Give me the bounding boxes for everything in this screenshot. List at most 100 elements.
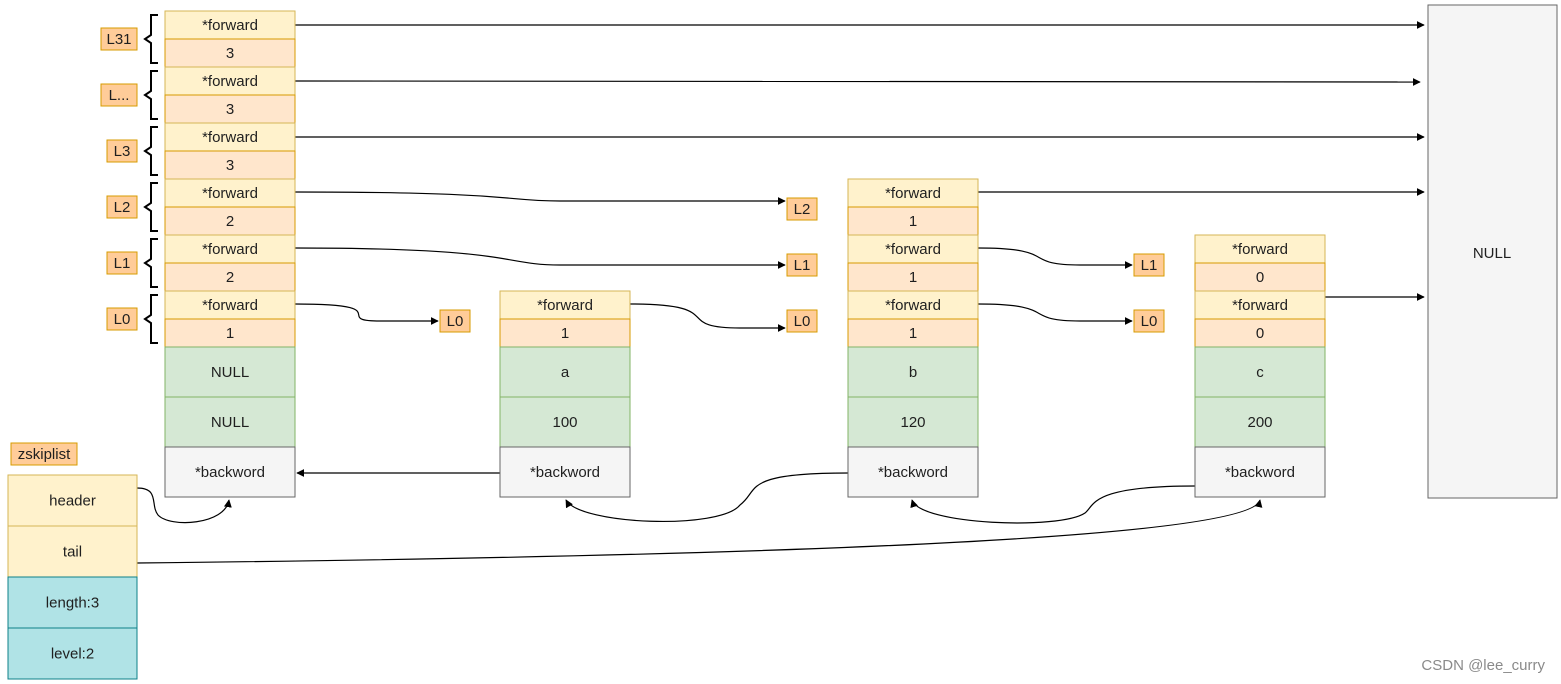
level-tag-c-l0: L0: [1133, 309, 1165, 333]
header-span-2-label: 3: [226, 157, 234, 174]
node-c-ele-cell-box: [1194, 346, 1326, 398]
header-forward-0: *forward: [164, 10, 296, 40]
node-b-forward-0-box: [847, 178, 979, 208]
header-forward-2-box: [164, 122, 296, 152]
edge-header-lmid-to-null: [294, 77, 1421, 86]
header-ele-cell-label: NULL: [211, 364, 249, 381]
node-a-span-0-label: 1: [561, 325, 569, 342]
node-b-forward-1: *forward: [847, 234, 979, 264]
level-tag-b-l2-label: L2: [794, 201, 811, 218]
header-span-2: 3: [164, 150, 296, 180]
header-forward-3: *forward: [164, 178, 296, 208]
level-tag-b-l2-box: [786, 197, 818, 221]
node-c-forward-0: *forward: [1194, 234, 1326, 264]
zskiplist-level-cell-box: [7, 627, 138, 680]
header-ele-cell-box: [164, 346, 296, 398]
node-c-forward-1-box: [1194, 290, 1326, 320]
level-bracket-2: [143, 126, 158, 176]
level-tag-b-l1-box: [786, 253, 818, 277]
header-forward-1-label: *forward: [202, 73, 258, 90]
node-a-score-cell: 100: [499, 396, 631, 448]
level-tag-b-l0-label: L0: [794, 313, 811, 330]
zskiplist-tail-cell: tail: [7, 525, 138, 578]
header-forward-1-box: [164, 66, 296, 96]
header-forward-4-label: *forward: [202, 241, 258, 258]
header-span-5: 1: [164, 318, 296, 348]
zskiplist-title-box: [10, 442, 78, 466]
node-a-backward-cell: *backword: [499, 446, 631, 498]
zskiplist-title: zskiplist: [10, 442, 78, 466]
node-b-forward-1-box: [847, 234, 979, 264]
zskiplist-length-cell-box: [7, 576, 138, 629]
header-backward-cell: *backword: [164, 446, 296, 498]
header-level-tag-5-box: [106, 307, 138, 331]
header-forward-5-box: [164, 290, 296, 320]
zskiplist-header-cell-box: [7, 474, 138, 527]
header-level-tag-5-label: L0: [114, 311, 131, 328]
level-bracket-0: [143, 14, 158, 64]
null-block: NULL: [1427, 4, 1558, 499]
zskiplist-title-label: zskiplist: [18, 446, 71, 463]
node-c-forward-0-box: [1194, 234, 1326, 264]
header-level-tag-1-label: L...: [109, 87, 130, 104]
nodes-layer: *forward3L31*forward3L...*forward3L3*for…: [7, 4, 1558, 680]
edge-a-l0-to-b: [629, 303, 786, 332]
header-backward-cell-box: [164, 446, 296, 498]
node-a-ele-cell-label: a: [561, 364, 570, 381]
edge-b-backward-to-a: [565, 472, 849, 523]
header-span-5-label: 1: [226, 325, 234, 342]
node-c-forward-1: *forward: [1194, 290, 1326, 320]
node-b-span-2: 1: [847, 318, 979, 348]
null-block-label: NULL: [1473, 245, 1511, 262]
header-forward-2-label: *forward: [202, 129, 258, 146]
header-level-tag-2-box: [106, 139, 138, 163]
zskiplist-tail-cell-label: tail: [63, 544, 82, 561]
header-span-1: 3: [164, 94, 296, 124]
header-forward-4-box: [164, 234, 296, 264]
edge-zskiplist-header-to-header-node: [136, 487, 232, 524]
header-level-tag-4: L1: [106, 251, 138, 275]
node-c-backward-cell-label: *backword: [1225, 464, 1295, 481]
header-level-tag-1-box: [100, 83, 138, 107]
node-c-ele-cell-label: c: [1256, 364, 1264, 381]
node-b-score-cell-box: [847, 396, 979, 448]
node-b-span-0-label: 1: [909, 213, 917, 230]
watermark: CSDN @lee_curry: [1421, 657, 1545, 674]
node-a-backward-cell-box: [499, 446, 631, 498]
header-span-3-label: 2: [226, 213, 234, 230]
header-level-tag-0: L31: [100, 27, 138, 51]
node-c-backward-cell-box: [1194, 446, 1326, 498]
level-tag-c-l0-label: L0: [1141, 313, 1158, 330]
header-span-4-box: [164, 262, 296, 292]
node-c-ele-cell: c: [1194, 346, 1326, 398]
header-forward-5-label: *forward: [202, 297, 258, 314]
header-level-tag-4-box: [106, 251, 138, 275]
header-span-4: 2: [164, 262, 296, 292]
header-span-0: 3: [164, 38, 296, 68]
edge-c-backward-to-b: [910, 485, 1196, 524]
level-bracket-1: [143, 70, 158, 120]
level-tag-a-l0-label: L0: [447, 313, 464, 330]
null-block-box: [1427, 4, 1558, 499]
header-backward-cell-label: *backword: [195, 464, 265, 481]
header-span-3: 2: [164, 206, 296, 236]
level-tag-b-l0: L0: [786, 309, 818, 333]
header-ele-cell: NULL: [164, 346, 296, 398]
node-b-forward-2: *forward: [847, 290, 979, 320]
header-span-1-box: [164, 94, 296, 124]
header-score-cell-label: NULL: [211, 414, 249, 431]
edge-zskiplist-tail-to-c: [136, 499, 1263, 564]
node-a-span-0-box: [499, 318, 631, 348]
level-tag-b-l2: L2: [786, 197, 818, 221]
level-bracket-4: [143, 238, 158, 288]
node-c-backward-cell: *backword: [1194, 446, 1326, 498]
header-span-5-box: [164, 318, 296, 348]
level-tag-c-l1-box: [1133, 253, 1165, 277]
node-b-forward-0: *forward: [847, 178, 979, 208]
header-forward-0-label: *forward: [202, 17, 258, 34]
header-span-0-label: 3: [226, 45, 234, 62]
header-level-tag-2-label: L3: [114, 143, 131, 160]
header-forward-3-label: *forward: [202, 185, 258, 202]
header-level-tag-3-box: [106, 195, 138, 219]
